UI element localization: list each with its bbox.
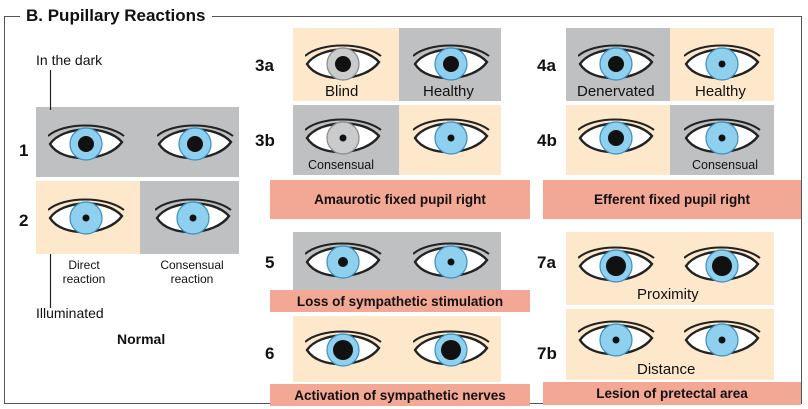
eye-7b-right xyxy=(684,318,762,362)
eye-4b-left xyxy=(578,116,656,160)
label-consensual-reaction: Consensual reaction xyxy=(152,258,232,286)
eye-3a-healthy xyxy=(413,42,491,86)
label-4a: 4a xyxy=(537,56,556,76)
label-healthy-3a: Healthy xyxy=(423,84,474,100)
label-7a: 7a xyxy=(537,253,556,273)
label-4b: 4b xyxy=(537,131,557,151)
label-5: 5 xyxy=(265,253,274,273)
label-7b: 7b xyxy=(537,344,557,364)
eye-6-left xyxy=(305,328,383,372)
eye-2-left xyxy=(48,196,126,240)
label-1: 1 xyxy=(19,141,28,161)
label-blind: Blind xyxy=(325,84,358,100)
label-6: 6 xyxy=(265,344,274,364)
eye-3a-blind xyxy=(305,42,383,86)
banner-efferent: Efferent fixed pupil right xyxy=(543,180,801,219)
label-proximity: Proximity xyxy=(637,287,699,303)
label-denervated: Denervated xyxy=(577,84,655,100)
eye-7a-right xyxy=(684,244,762,288)
eye-6-right xyxy=(413,328,491,372)
label-in-the-dark: In the dark xyxy=(36,52,102,68)
eye-4a-denervated xyxy=(578,42,656,86)
banner-sympathetic-loss: Loss of sympathetic stimulation xyxy=(270,290,530,312)
eye-4a-healthy xyxy=(684,42,762,86)
label-3a: 3a xyxy=(255,56,274,76)
eye-3b-right xyxy=(413,116,491,160)
eye-3b-consensual xyxy=(305,116,383,160)
label-healthy-4a: Healthy xyxy=(695,84,746,100)
leader-line-lit xyxy=(49,254,53,308)
eye-7a-left xyxy=(578,244,656,288)
label-illuminated: Illuminated xyxy=(36,305,104,321)
eye-7b-left xyxy=(578,318,656,362)
label-2: 2 xyxy=(19,211,28,231)
eye-5-right xyxy=(413,240,491,284)
label-normal: Normal xyxy=(117,331,165,347)
label-distance: Distance xyxy=(637,362,695,378)
eye-1-left xyxy=(48,122,126,166)
leader-line-dark xyxy=(49,70,53,110)
eye-1-right xyxy=(157,122,235,166)
label-3b: 3b xyxy=(255,131,275,151)
banner-sympathetic-activation: Activation of sympathetic nerves xyxy=(270,384,530,406)
banner-pretectal: Lesion of pretectal area xyxy=(543,382,801,405)
eye-5-left xyxy=(305,240,383,284)
figure-title: B. Pupillary Reactions xyxy=(20,6,212,26)
eye-4b-consensual xyxy=(684,116,762,160)
label-direct-reaction: Direct reaction xyxy=(56,258,112,286)
eye-2-right xyxy=(155,196,233,240)
banner-amaurotic: Amaurotic fixed pupil right xyxy=(270,180,530,219)
